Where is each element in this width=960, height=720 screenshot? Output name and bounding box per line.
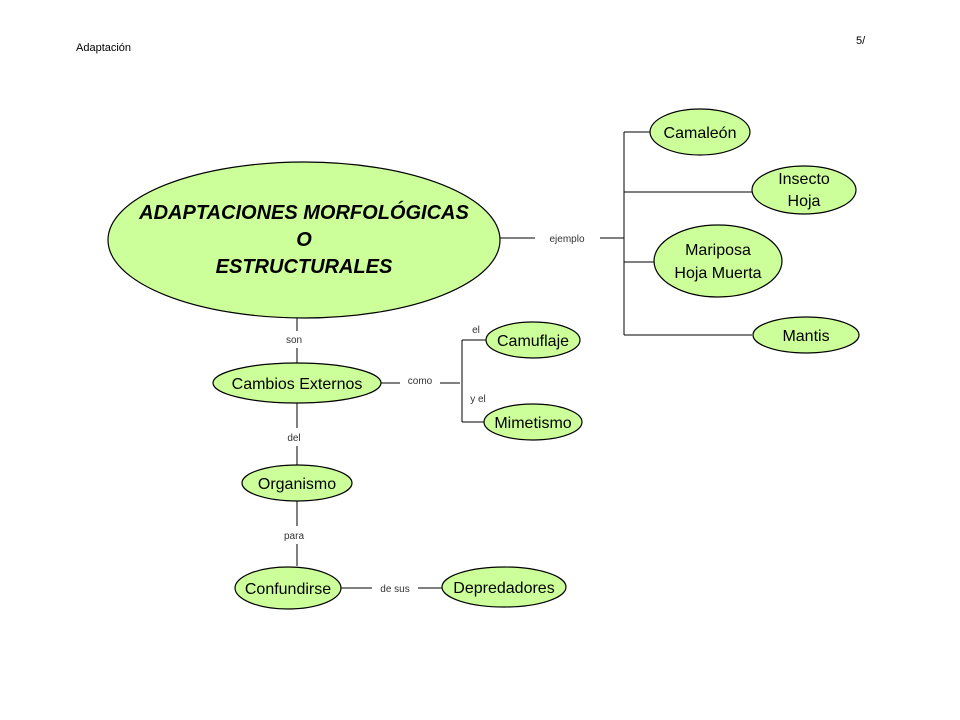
node-mariposa-hoja-muerta: Mariposa Hoja Muerta — [653, 224, 783, 298]
connectors — [296, 131, 752, 589]
node-mimetismo-label: Mimetismo — [494, 415, 571, 432]
link-label-del: del — [287, 433, 300, 444]
document-title: Adaptación — [76, 42, 132, 54]
main-concept-line3: ESTRUCTURALES — [216, 256, 393, 278]
node-camaleon: Camaleón — [649, 108, 751, 156]
link-label-son: son — [286, 335, 302, 346]
page-number: 5/ — [856, 35, 866, 47]
node-insecto-hoja: Insecto Hoja — [751, 165, 857, 215]
link-label-para: para — [284, 531, 304, 542]
node-depredadores-label: Depredadores — [453, 580, 554, 597]
node-mariposa-line1: Mariposa — [685, 242, 751, 259]
link-label-y-el: y el — [470, 394, 486, 405]
node-confundirse: Confundirse — [234, 566, 342, 610]
node-organismo-label: Organismo — [258, 476, 336, 493]
node-cambios-label: Cambios Externos — [232, 376, 363, 393]
link-label-de-sus: de sus — [380, 584, 409, 595]
node-mimetismo: Mimetismo — [483, 403, 583, 441]
node-organismo: Organismo — [241, 464, 353, 502]
node-camuflaje-label: Camuflaje — [497, 333, 569, 350]
main-concept-line2: O — [296, 229, 312, 251]
main-concept-node: ADAPTACIONES MORFOLÓGICAS O ESTRUCTURALE… — [107, 161, 501, 319]
node-mantis-label: Mantis — [782, 328, 829, 345]
node-confundirse-label: Confundirse — [245, 581, 331, 598]
node-insecto-hoja-line1: Insecto — [778, 171, 830, 188]
main-concept-line1: ADAPTACIONES MORFOLÓGICAS — [138, 200, 469, 224]
link-label-el: el — [472, 325, 480, 336]
node-camuflaje: Camuflaje — [485, 321, 581, 359]
node-cambios-externos: Cambios Externos — [212, 362, 382, 404]
node-mariposa-line2: Hoja Muerta — [674, 265, 761, 282]
node-depredadores: Depredadores — [441, 566, 567, 608]
node-insecto-hoja-line2: Hoja — [788, 193, 821, 210]
node-mantis: Mantis — [752, 316, 860, 354]
link-label-ejemplo: ejemplo — [549, 234, 584, 245]
node-camaleon-label: Camaleón — [664, 125, 737, 142]
link-label-como: como — [408, 376, 433, 387]
